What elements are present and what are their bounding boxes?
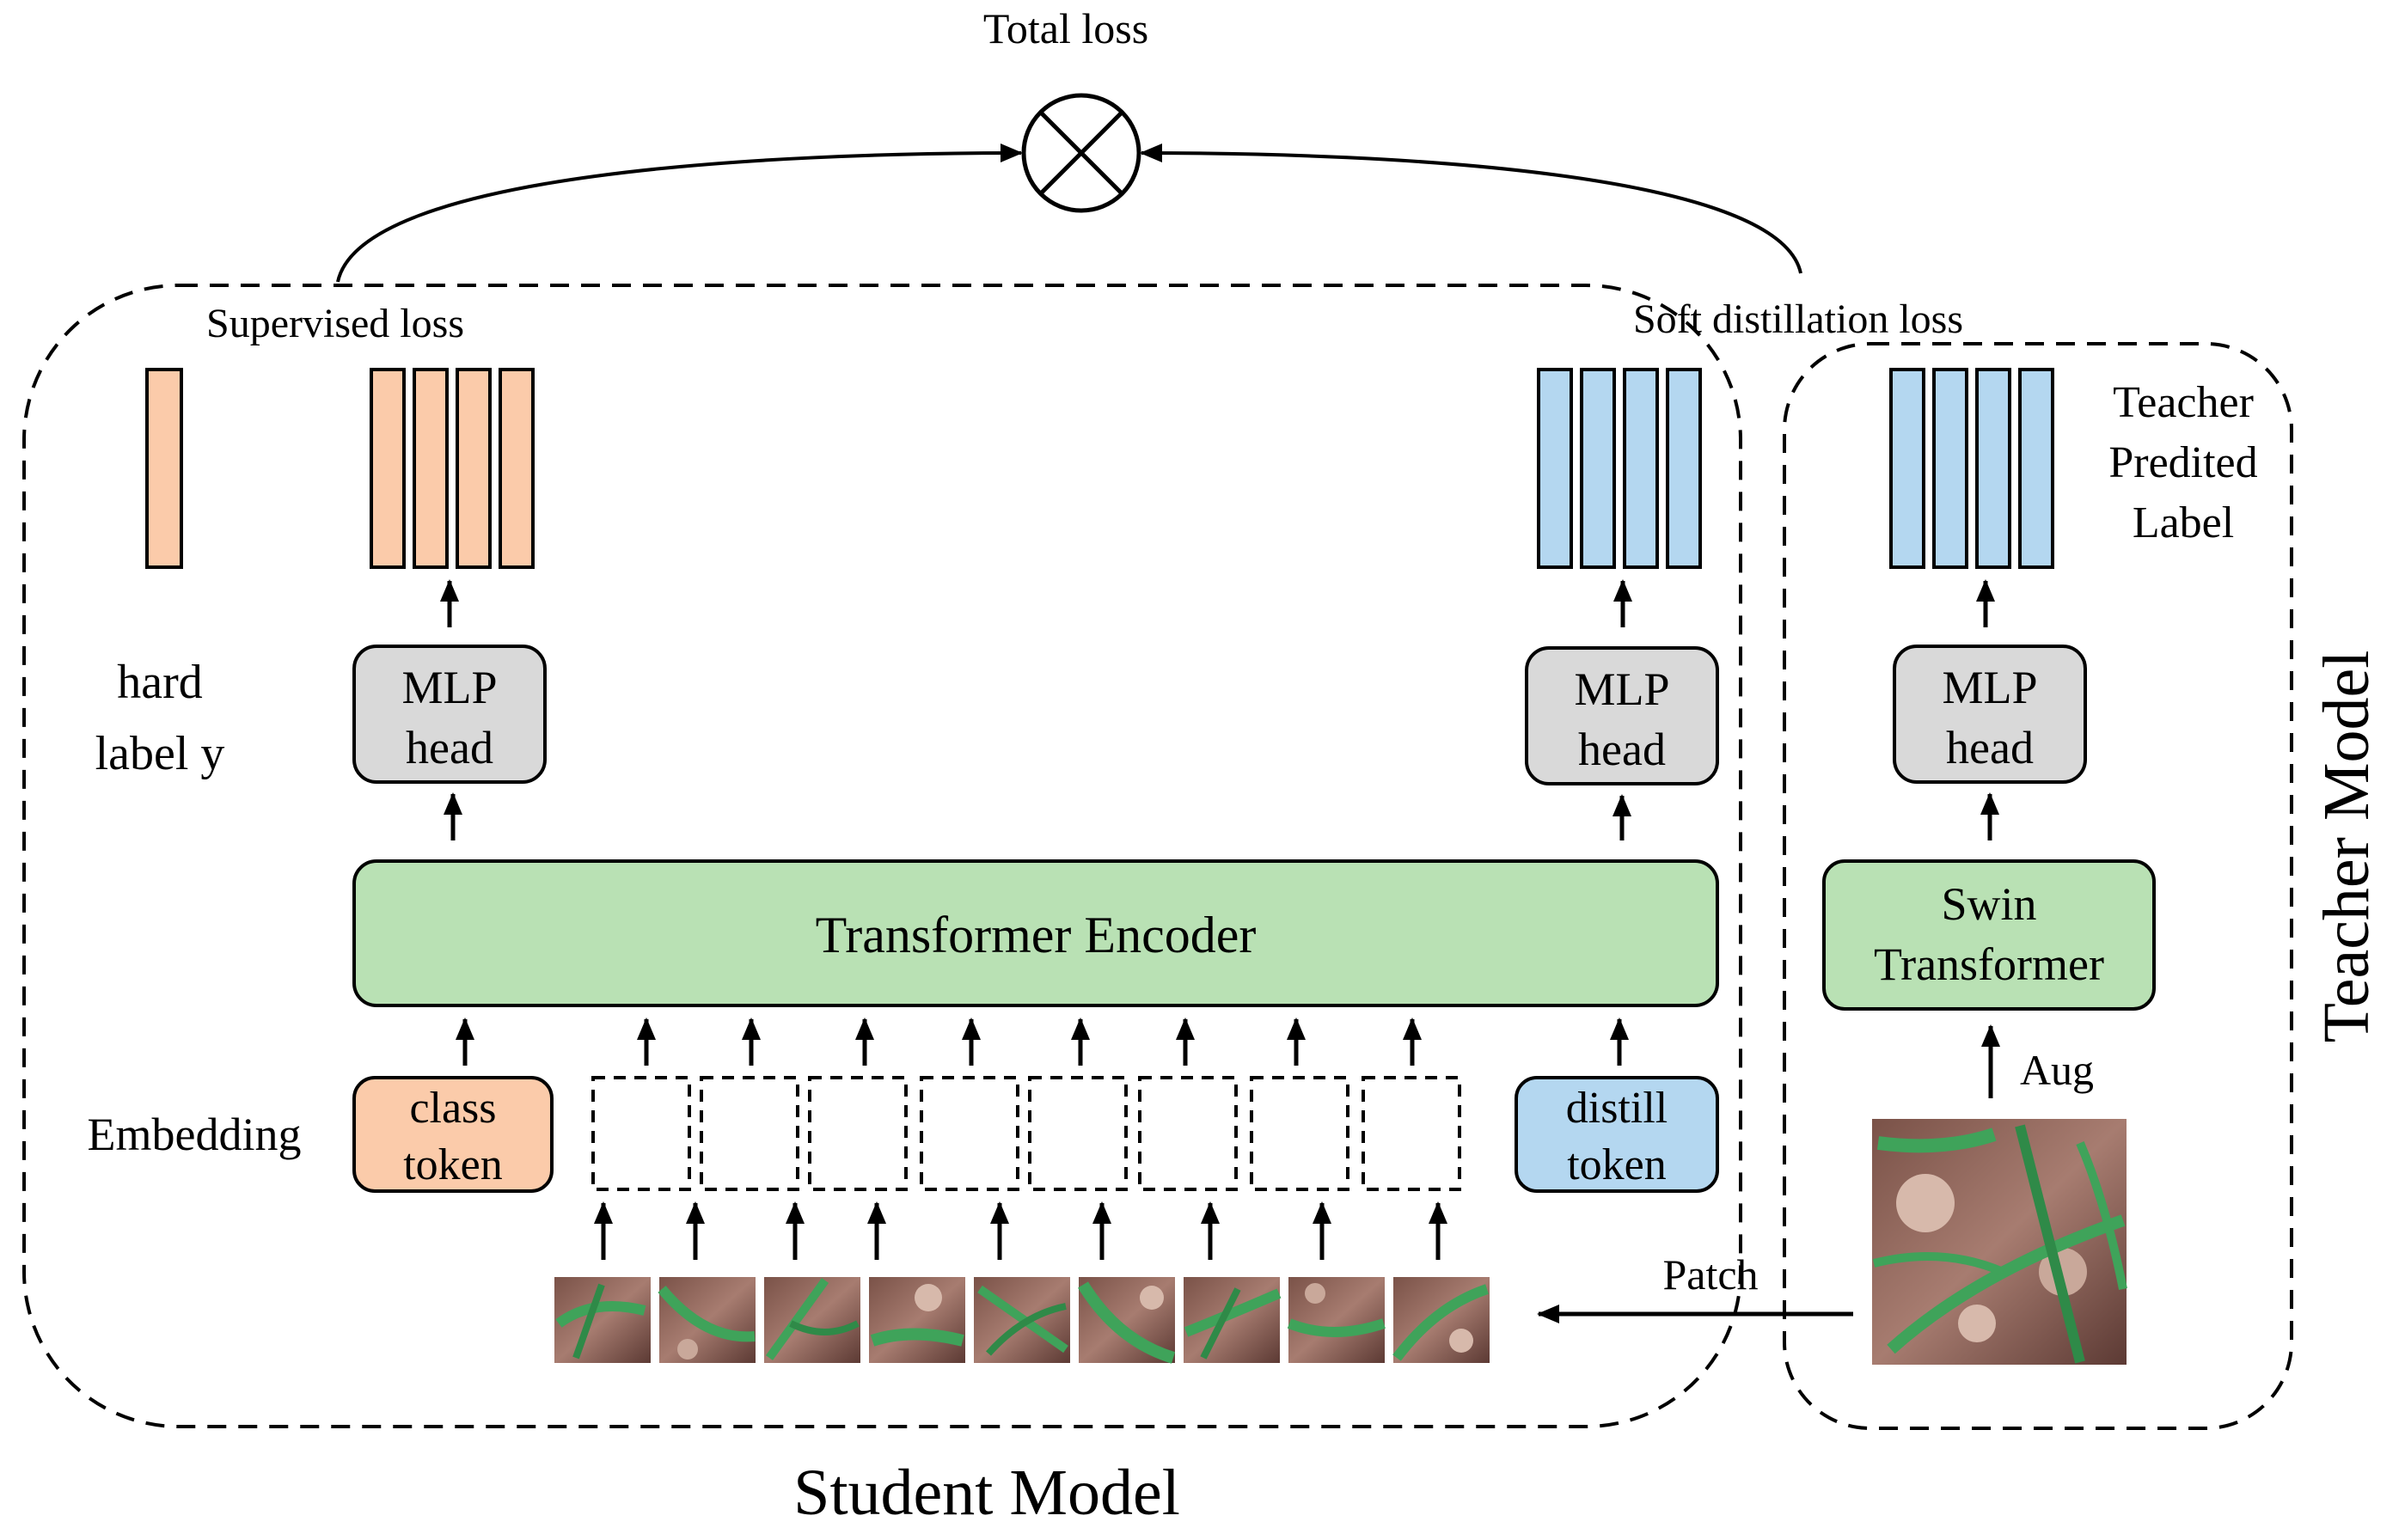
mlp-head-label-2: head — [1578, 724, 1666, 775]
hard-label-text-line2: label y — [95, 727, 225, 780]
image-patch — [1078, 1277, 1176, 1364]
embedding-label: Embedding — [88, 1109, 302, 1160]
mlp-head-label-1: MLP — [1942, 662, 2037, 713]
teacher-model-title: Teacher Model — [2310, 651, 2383, 1043]
embedding-to-encoder-arrows — [456, 1018, 1629, 1066]
mlp-head-label-2: head — [406, 722, 493, 773]
mlp-head-label-2: head — [1946, 722, 2034, 773]
soft-distillation-loss-arrow — [1140, 144, 1802, 274]
encoder-to-mlp-arrows — [444, 792, 1999, 840]
image-patch — [974, 1277, 1070, 1363]
mlp-head-label-1: MLP — [1574, 663, 1669, 715]
supervised-loss-arrow — [336, 144, 1023, 283]
supervised-loss-label: Supervised loss — [206, 301, 464, 346]
distill-token-label-1: distill — [1566, 1084, 1668, 1133]
image-patch — [764, 1277, 860, 1363]
image-patch — [869, 1277, 965, 1363]
teacher-label-line3: Label — [2133, 498, 2234, 547]
hard-label-text-line1: hard — [117, 656, 203, 709]
circled-x-icon — [1021, 93, 1141, 213]
mlp-head-label-1: MLP — [401, 662, 497, 713]
class-token: class token — [352, 1076, 554, 1193]
image-patch — [658, 1277, 756, 1363]
hard-label-bar — [145, 368, 183, 569]
image-patch — [1287, 1277, 1386, 1363]
patch-to-embedding-arrows — [594, 1201, 1447, 1260]
plant-image-patches — [554, 1277, 1490, 1364]
image-patch — [1392, 1277, 1490, 1363]
distill-output-bars — [1537, 368, 1702, 569]
patch-embedding-slots — [591, 1076, 1461, 1191]
distill-token: distill token — [1515, 1076, 1719, 1193]
transformer-encoder-block: Transformer Encoder — [352, 859, 1719, 1007]
transformer-encoder-label: Transformer Encoder — [816, 907, 1257, 963]
class-token-label-1: class — [409, 1084, 496, 1133]
mlp-to-bars-arrows — [440, 579, 1995, 627]
student-model-title: Student Model — [793, 1457, 1180, 1529]
student-distill-mlp-head: MLP head — [1525, 646, 1719, 785]
swin-transformer-block: Swin Transformer — [1822, 859, 2156, 1011]
aug-label: Aug — [2020, 1046, 2094, 1094]
class-output-bars — [370, 368, 535, 569]
image-patch — [1184, 1277, 1282, 1363]
student-model-boundary — [22, 284, 1742, 1428]
soft-distillation-loss-label: Soft distillation loss — [1633, 296, 1963, 342]
swin-label-line2: Transformer — [1874, 938, 2104, 990]
student-class-mlp-head: MLP head — [352, 645, 547, 784]
patch-label: Patch — [1662, 1250, 1758, 1299]
class-token-label-2: token — [403, 1140, 503, 1189]
teacher-label-line1: Teacher — [2113, 378, 2254, 427]
image-patch — [554, 1277, 651, 1363]
teacher-input-image — [1872, 1119, 2127, 1365]
teacher-label-line2: Predited — [2108, 438, 2257, 487]
teacher-output-bars — [1889, 368, 2054, 569]
swin-label-line1: Swin — [1941, 878, 2036, 930]
distill-token-label-2: token — [1567, 1140, 1667, 1189]
total-loss-label: Total loss — [983, 4, 1148, 52]
teacher-model-boundary — [1783, 342, 2293, 1430]
teacher-mlp-head: MLP head — [1893, 645, 2087, 784]
